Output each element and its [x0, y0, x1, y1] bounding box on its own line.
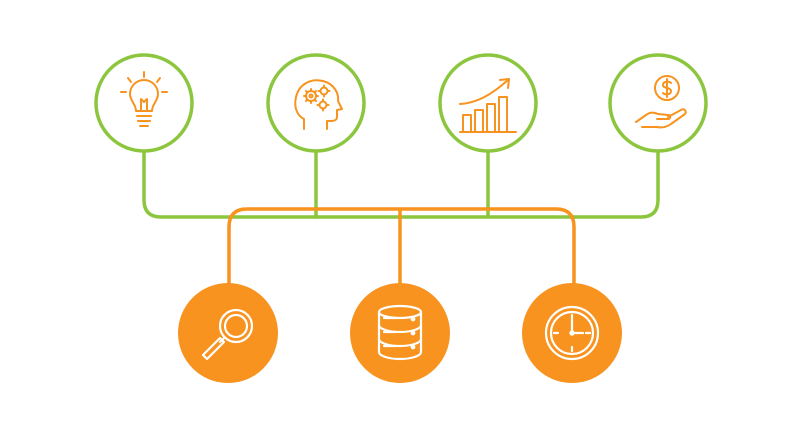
bottom-node-3 [522, 283, 622, 383]
database-icon [377, 304, 423, 361]
green-connector [142, 148, 660, 219]
green-bus-line [142, 148, 660, 219]
lightbulb-icon [120, 71, 168, 127]
orange-connector [227, 207, 576, 290]
bottom-node-1 [178, 283, 278, 383]
top-node-ring [266, 53, 366, 153]
magnifier-icon [201, 308, 254, 361]
top-node-ring [608, 53, 708, 153]
clock-icon [544, 305, 600, 361]
top-node-1 [94, 53, 194, 153]
money-hand-icon [635, 75, 687, 129]
top-node-2 [266, 53, 366, 153]
top-node-4 [608, 53, 708, 153]
bottom-node-2 [350, 283, 450, 383]
top-node-3 [438, 53, 538, 153]
brain-gears-icon [294, 79, 343, 130]
growth-chart-icon [459, 78, 517, 133]
